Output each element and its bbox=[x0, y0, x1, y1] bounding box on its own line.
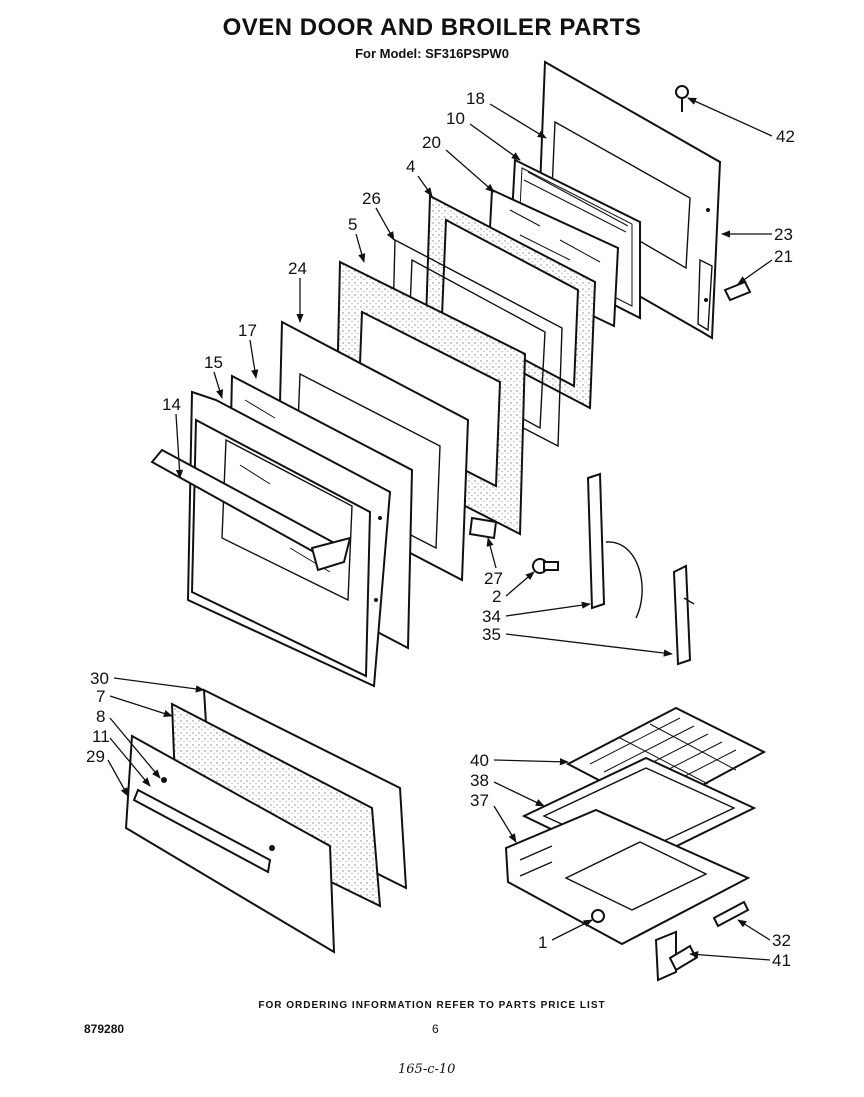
callout-37: 37 bbox=[470, 791, 517, 843]
handwritten-note: 165-c-10 bbox=[398, 1062, 456, 1077]
callout-label: 11 bbox=[92, 727, 110, 746]
callout-29: 29 bbox=[86, 747, 129, 797]
callout-38: 38 bbox=[470, 771, 545, 807]
callout-32: 32 bbox=[737, 919, 791, 950]
part-32-clip bbox=[712, 900, 750, 928]
part-21-hinge-pin bbox=[723, 280, 752, 302]
callout-label: 30 bbox=[90, 669, 109, 688]
callout-label: 1 bbox=[538, 933, 547, 952]
callout-label: 15 bbox=[204, 353, 223, 372]
callout-label: 4 bbox=[406, 157, 415, 176]
callout-30: 30 bbox=[90, 669, 205, 693]
callout-label: 5 bbox=[348, 215, 357, 234]
page-number: 6 bbox=[432, 1022, 439, 1036]
callout-42: 42 bbox=[687, 97, 795, 146]
callout-label: 23 bbox=[774, 225, 793, 244]
callout-label: 7 bbox=[96, 687, 105, 706]
model-subtitle: For Model: SF316PSPW0 bbox=[355, 46, 509, 61]
callout-18: 18 bbox=[466, 89, 547, 139]
callout-label: 29 bbox=[86, 747, 105, 766]
callout-24: 24 bbox=[288, 259, 307, 323]
callout-20: 20 bbox=[422, 133, 495, 193]
callout-1: 1 bbox=[538, 919, 593, 952]
callout-label: 18 bbox=[466, 89, 485, 108]
part-35-hinge-receiver bbox=[672, 564, 695, 666]
callout-label: 42 bbox=[776, 127, 795, 146]
callout-15: 15 bbox=[204, 353, 224, 399]
callout-label: 10 bbox=[446, 109, 465, 128]
callout-34: 34 bbox=[482, 601, 591, 626]
callout-label: 35 bbox=[482, 625, 501, 644]
callout-label: 20 bbox=[422, 133, 441, 152]
part-27-clip bbox=[468, 516, 498, 540]
callout-40: 40 bbox=[470, 751, 569, 770]
callout-8: 8 bbox=[96, 707, 161, 779]
callout-label: 21 bbox=[774, 247, 793, 266]
part-14-handle bbox=[150, 448, 352, 572]
part-2-hinge-screw bbox=[532, 558, 559, 574]
callout-5: 5 bbox=[348, 215, 366, 263]
callout-label: 27 bbox=[484, 569, 503, 588]
page-title: OVEN DOOR AND BROILER PARTS bbox=[222, 14, 642, 41]
part-1-glide bbox=[591, 909, 605, 923]
callout-26: 26 bbox=[362, 189, 395, 241]
callout-label: 2 bbox=[492, 587, 501, 606]
part-42-screw bbox=[675, 85, 689, 112]
part-29-drawer-panel bbox=[124, 734, 336, 954]
document-number: 879280 bbox=[84, 1022, 125, 1036]
callout-4: 4 bbox=[406, 157, 433, 197]
callout-21: 21 bbox=[737, 247, 793, 285]
part-34-hinge bbox=[586, 472, 643, 619]
callout-label: 41 bbox=[772, 951, 791, 970]
callout-label: 24 bbox=[288, 259, 307, 278]
callout-14: 14 bbox=[162, 395, 184, 479]
callout-23: 23 bbox=[721, 225, 793, 244]
callout-7: 7 bbox=[96, 687, 173, 717]
ordering-note: FOR ORDERING INFORMATION REFER TO PARTS … bbox=[258, 1000, 606, 1011]
callout-27: 27 bbox=[484, 537, 503, 588]
callout-label: 32 bbox=[772, 931, 791, 950]
callout-label: 34 bbox=[482, 607, 501, 626]
part-37-broiler-drawer bbox=[504, 808, 751, 946]
callout-label: 17 bbox=[238, 321, 257, 340]
callout-label: 37 bbox=[470, 791, 489, 810]
part-41-bracket bbox=[654, 930, 698, 982]
callout-label: 26 bbox=[362, 189, 381, 208]
callout-label: 38 bbox=[470, 771, 489, 790]
callout-label: 8 bbox=[96, 707, 105, 726]
callout-label: 14 bbox=[162, 395, 181, 414]
callout-35: 35 bbox=[482, 625, 673, 657]
callout-41: 41 bbox=[689, 950, 791, 970]
callout-10: 10 bbox=[446, 109, 521, 161]
callout-17: 17 bbox=[238, 321, 259, 379]
callout-2: 2 bbox=[492, 571, 535, 606]
callout-11: 11 bbox=[92, 727, 151, 787]
callout-label: 40 bbox=[470, 751, 489, 770]
